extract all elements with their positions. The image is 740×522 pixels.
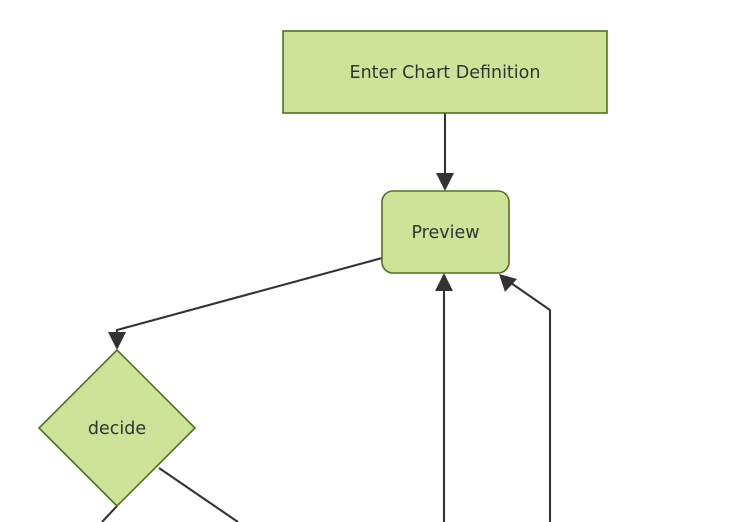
edge-enter-to-preview: [436, 113, 454, 191]
node-enter-chart-definition-label: Enter Chart Definition: [350, 63, 541, 83]
node-layer: Enter Chart Definition Preview decide: [37, 30, 608, 508]
edge-bottom-right-to-preview-arrowhead: [499, 274, 517, 292]
node-decide-shape[interactable]: [37, 348, 197, 508]
edge-enter-to-preview-arrowhead: [436, 173, 454, 191]
edge-preview-to-decide-arrowhead: [108, 332, 126, 350]
edge-bottom-right-to-preview-line: [510, 282, 552, 522]
edge-bottom-center-to-preview: [435, 273, 453, 522]
node-preview-shape[interactable]: [381, 190, 510, 274]
edge-decide-bottom-right: [158, 467, 239, 522]
node-preview-label: Preview: [411, 223, 479, 243]
node-enter-chart-definition-shape[interactable]: [282, 30, 608, 114]
node-enter-chart-definition[interactable]: Enter Chart Definition: [282, 30, 608, 114]
edge-bottom-center-to-preview-arrowhead: [435, 273, 453, 291]
edge-decide-bottom-right-line: [158, 467, 239, 522]
node-decide-label: decide: [88, 419, 146, 439]
node-preview[interactable]: Preview: [381, 190, 510, 274]
edge-decide-bottom-left-line: [101, 505, 118, 522]
edge-layer: [101, 113, 552, 522]
edge-bottom-right-to-preview: [499, 274, 552, 522]
edge-decide-bottom-left: [101, 505, 118, 522]
edge-preview-to-decide-line: [115, 256, 383, 336]
node-decide[interactable]: decide: [37, 348, 197, 508]
edge-preview-to-decide: [108, 256, 383, 350]
